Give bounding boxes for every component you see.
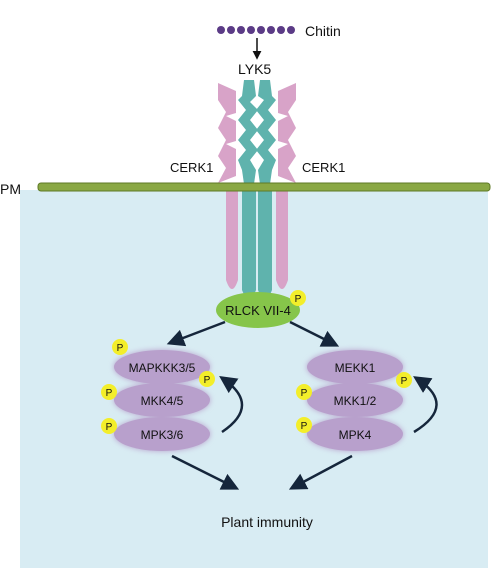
right-mapk-cascade: MEKK1 MKK1/2 MPK4	[307, 350, 403, 451]
mkk12-label: MKK1/2	[334, 394, 377, 408]
mpk36-node	[114, 417, 210, 451]
mpk4-node	[307, 417, 403, 451]
rlck-to-right-cascade-arrow	[289, 320, 340, 347]
cerk1-left-receptor	[218, 83, 238, 289]
rlck-label: RLCK VII-4	[225, 303, 291, 318]
mpk36-label: MPK3/6	[141, 428, 184, 442]
right-to-immunity-arrow	[288, 454, 353, 490]
left-to-immunity-arrow	[171, 454, 240, 490]
mkk45-label: MKK4/5	[141, 394, 184, 408]
svg-text:P: P	[301, 421, 308, 432]
left-feedback-arrow	[219, 376, 244, 434]
right-feedback-arrow	[413, 376, 438, 434]
chitin-label: Chitin	[305, 23, 341, 39]
mpk4-label: MPK4	[339, 428, 372, 442]
cerk1-right-label: CERK1	[302, 160, 345, 175]
svg-text:P: P	[301, 388, 308, 399]
lyk5-receptor-dimer	[238, 80, 276, 299]
lyk5-label: LYK5	[238, 61, 271, 77]
svg-text:P: P	[106, 388, 113, 399]
cerk1-left-label: CERK1	[170, 160, 213, 175]
svg-text:P: P	[401, 376, 408, 387]
left-phospho-badges: P P P P	[101, 339, 215, 434]
chitin-chain	[217, 26, 295, 34]
mkk45-node	[114, 383, 210, 417]
membrane-label: PM	[0, 181, 21, 197]
svg-text:P: P	[204, 375, 211, 386]
plant-immunity-label: Plant immunity	[221, 514, 313, 530]
mkk12-node	[307, 383, 403, 417]
rlck-to-left-cascade-arrow	[166, 320, 226, 347]
mapkkk-node	[114, 350, 210, 384]
cerk1-right-receptor	[276, 83, 296, 289]
plasma-membrane	[37, 182, 491, 192]
mekk1-node	[307, 350, 403, 384]
mekk1-label: MEKK1	[335, 361, 376, 375]
mapkkk-label: MAPKKK3/5	[129, 361, 196, 375]
svg-text:P: P	[117, 343, 124, 354]
right-phospho-badges: P P P	[296, 372, 412, 433]
rlck-kinase	[216, 292, 300, 328]
rlck-phospho-badge: P	[290, 290, 306, 306]
left-mapk-cascade: MAPKKK3/5 MKK4/5 MPK3/6	[114, 350, 210, 451]
svg-text:P: P	[106, 422, 113, 433]
svg-text:P: P	[295, 294, 302, 305]
